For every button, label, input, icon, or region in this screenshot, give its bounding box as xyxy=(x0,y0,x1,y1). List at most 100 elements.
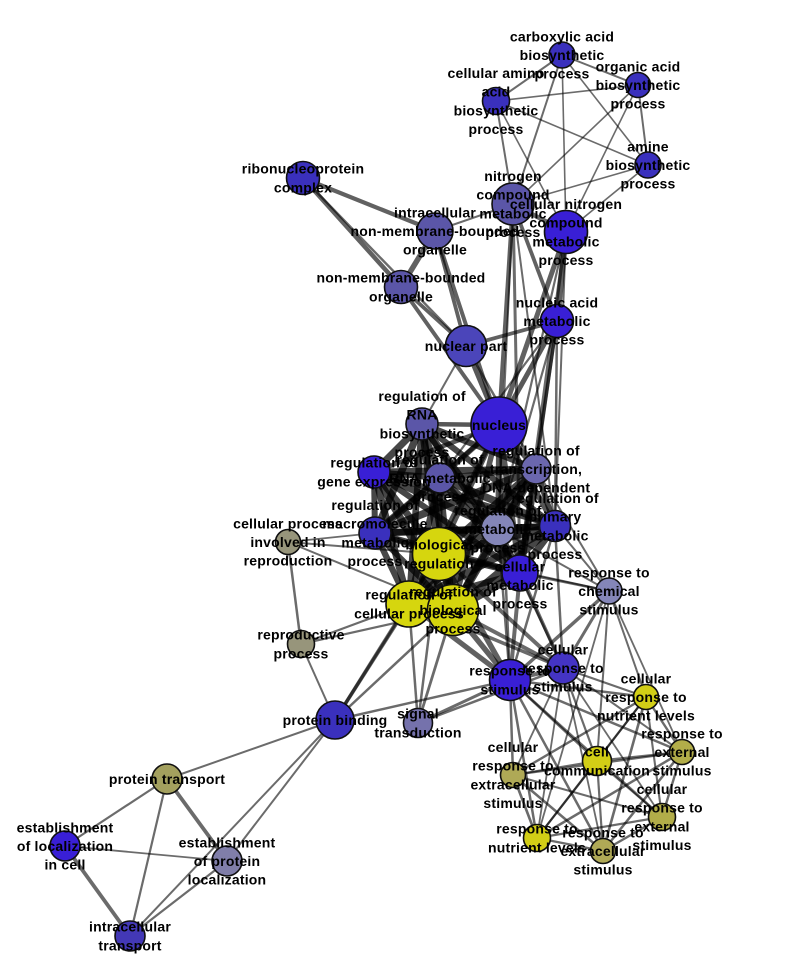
svg-text:process: process xyxy=(538,252,593,268)
svg-text:cellular process: cellular process xyxy=(233,515,343,531)
svg-text:of protein: of protein xyxy=(194,853,261,869)
svg-text:primary: primary xyxy=(529,509,582,525)
svg-text:establishment: establishment xyxy=(17,819,114,835)
svg-text:metabolic: metabolic xyxy=(486,577,553,593)
svg-text:acid: acid xyxy=(482,84,511,100)
svg-text:response to: response to xyxy=(605,689,687,705)
svg-text:process: process xyxy=(620,176,675,192)
svg-text:metabolic: metabolic xyxy=(464,521,531,537)
svg-text:nuclear part: nuclear part xyxy=(425,338,508,354)
svg-text:extracellular: extracellular xyxy=(560,843,645,859)
svg-text:protein binding: protein binding xyxy=(283,712,388,728)
svg-text:biological: biological xyxy=(419,602,486,618)
svg-text:response to: response to xyxy=(469,663,551,679)
svg-text:process: process xyxy=(492,596,547,612)
svg-text:response to: response to xyxy=(472,758,554,774)
svg-text:metabolic: metabolic xyxy=(532,233,599,249)
svg-text:amine: amine xyxy=(627,138,668,154)
svg-text:extracellular: extracellular xyxy=(470,776,555,792)
svg-text:nitrogen: nitrogen xyxy=(484,168,542,184)
svg-text:organelle: organelle xyxy=(403,242,467,258)
svg-text:nucleic acid: nucleic acid xyxy=(516,294,599,310)
svg-text:reproduction: reproduction xyxy=(244,553,333,569)
svg-text:organic acid: organic acid xyxy=(596,58,681,74)
svg-text:involved in: involved in xyxy=(250,534,325,550)
svg-text:regulation of: regulation of xyxy=(365,587,453,603)
svg-text:biosynthetic: biosynthetic xyxy=(520,47,605,63)
svg-text:gene expression: gene expression xyxy=(317,473,431,489)
svg-text:regulation of: regulation of xyxy=(454,502,542,518)
svg-text:establishment: establishment xyxy=(179,834,276,850)
svg-text:process: process xyxy=(485,224,540,240)
svg-text:stimulus: stimulus xyxy=(483,795,542,811)
svg-text:reproductive: reproductive xyxy=(257,627,344,643)
svg-text:regulation of: regulation of xyxy=(378,388,466,404)
svg-text:biosynthetic: biosynthetic xyxy=(596,77,681,93)
svg-text:communication: communication xyxy=(544,762,650,778)
svg-text:transcription,: transcription, xyxy=(490,461,582,477)
svg-text:process: process xyxy=(412,489,467,505)
svg-text:process: process xyxy=(534,66,589,82)
svg-text:process: process xyxy=(273,645,328,661)
svg-text:stimulus: stimulus xyxy=(579,602,638,618)
svg-text:process: process xyxy=(529,332,584,348)
svg-text:chemical: chemical xyxy=(578,583,640,599)
svg-text:biosynthetic: biosynthetic xyxy=(380,425,465,441)
svg-text:in cell: in cell xyxy=(44,857,85,873)
svg-text:carboxylic acid: carboxylic acid xyxy=(510,28,614,44)
svg-text:metabolic: metabolic xyxy=(523,313,590,329)
svg-text:biosynthetic: biosynthetic xyxy=(606,157,691,173)
svg-text:DNA-dependent: DNA-dependent xyxy=(482,480,591,496)
svg-text:process: process xyxy=(347,553,402,569)
svg-text:signal: signal xyxy=(397,706,439,722)
svg-text:process: process xyxy=(610,96,665,112)
svg-text:metabolic: metabolic xyxy=(479,205,546,221)
svg-text:metabolic: metabolic xyxy=(341,534,408,550)
svg-text:external: external xyxy=(654,744,709,760)
svg-text:nutrient levels: nutrient levels xyxy=(597,708,695,724)
svg-text:localization: localization xyxy=(188,872,267,888)
svg-text:nutrient levels: nutrient levels xyxy=(488,839,586,855)
svg-text:of localization: of localization xyxy=(17,838,113,854)
svg-text:cellular nitrogen: cellular nitrogen xyxy=(510,196,622,212)
svg-text:macromolecule: macromolecule xyxy=(322,516,427,532)
svg-text:response to: response to xyxy=(522,660,604,676)
svg-text:RNA: RNA xyxy=(407,407,438,423)
svg-text:process: process xyxy=(425,621,480,637)
svg-text:cellular: cellular xyxy=(538,641,589,657)
svg-text:protein transport: protein transport xyxy=(109,771,225,787)
svg-text:response to: response to xyxy=(496,821,578,837)
svg-text:organelle: organelle xyxy=(369,288,433,304)
svg-text:process: process xyxy=(527,546,582,562)
svg-text:response to: response to xyxy=(641,725,723,741)
svg-text:process: process xyxy=(470,540,525,556)
svg-text:response to: response to xyxy=(568,564,650,580)
svg-text:cellular: cellular xyxy=(637,781,688,797)
svg-text:compound: compound xyxy=(476,187,549,203)
svg-text:biological: biological xyxy=(405,537,472,553)
svg-text:regulation of: regulation of xyxy=(492,442,580,458)
svg-text:cellular process: cellular process xyxy=(354,605,464,621)
svg-text:process: process xyxy=(468,121,523,137)
svg-text:cellular amino: cellular amino xyxy=(448,65,545,81)
svg-text:response to: response to xyxy=(562,824,644,840)
svg-text:external: external xyxy=(634,818,689,834)
svg-text:stimulus: stimulus xyxy=(652,763,711,779)
svg-text:RNA metabolic: RNA metabolic xyxy=(389,470,491,486)
svg-text:process: process xyxy=(394,444,449,460)
svg-text:stimulus: stimulus xyxy=(573,862,632,878)
svg-text:stimulus: stimulus xyxy=(480,681,539,697)
svg-text:regulation of: regulation of xyxy=(409,583,497,599)
svg-text:cellular: cellular xyxy=(488,739,539,755)
svg-text:transport: transport xyxy=(98,937,161,953)
svg-text:non-membrane-bounded: non-membrane-bounded xyxy=(317,270,486,286)
svg-text:intracellular: intracellular xyxy=(394,204,476,220)
svg-text:regulation: regulation xyxy=(404,555,474,571)
svg-text:cell: cell xyxy=(585,744,609,760)
svg-text:regulation of: regulation of xyxy=(511,490,599,506)
svg-text:non-membrane-bounded: non-membrane-bounded xyxy=(351,223,520,239)
svg-text:stimulus: stimulus xyxy=(632,837,691,853)
svg-text:metabolic: metabolic xyxy=(521,527,588,543)
svg-text:regulation of: regulation of xyxy=(396,451,484,467)
svg-text:regulation of: regulation of xyxy=(331,497,419,513)
